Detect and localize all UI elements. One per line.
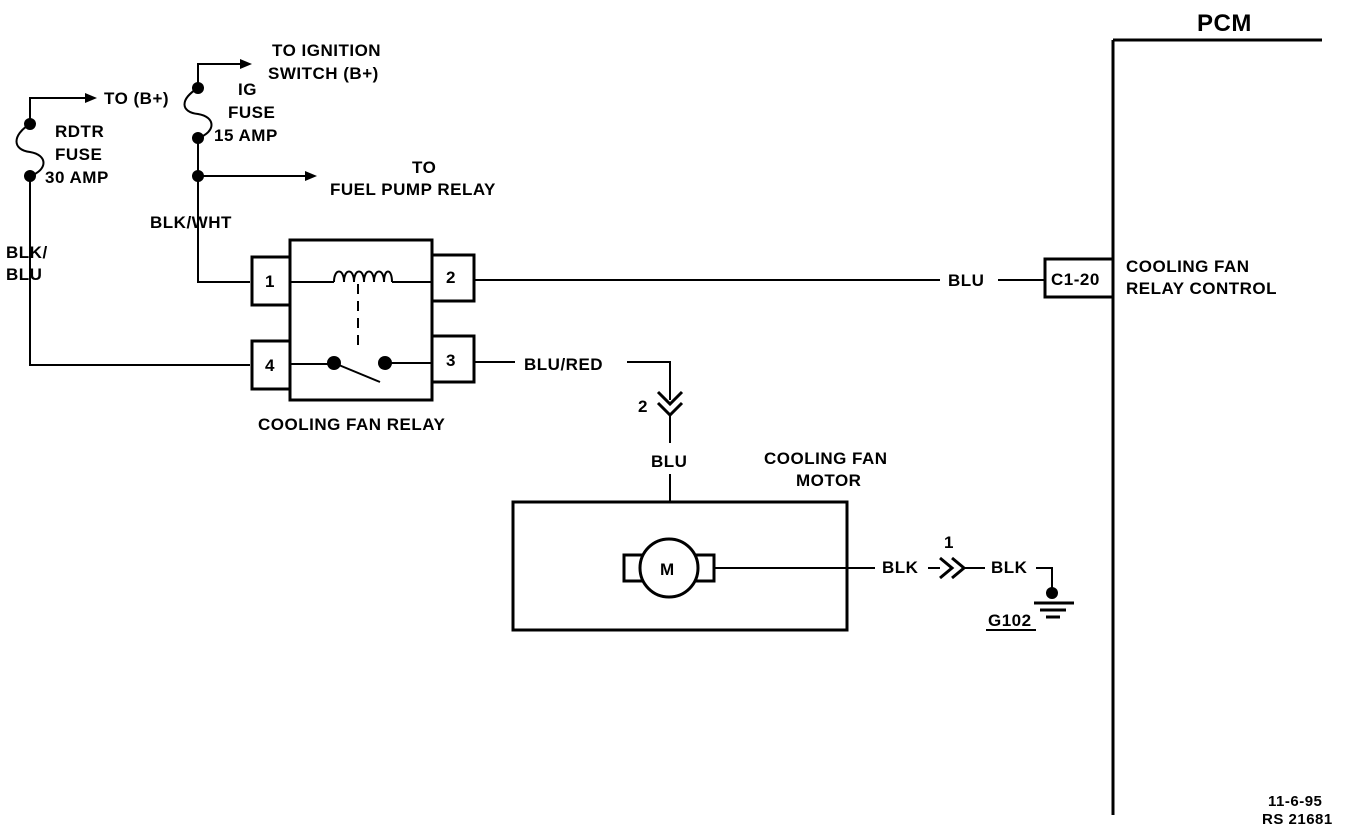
- ig-fuse-circuit: TO IGNITION SWITCH (B+) IG FUSE 15 AMP T…: [150, 41, 496, 283]
- rdtr-fuse-label-1: RDTR: [55, 122, 104, 141]
- cooling-fan-relay: 1 2 3 4 COOLING FAN RELAY: [250, 238, 476, 434]
- motor-symbol: M: [660, 560, 675, 579]
- ig-fuse-label-2: FUSE: [228, 103, 275, 122]
- relay-pin-2-box: [430, 253, 476, 303]
- blu-red-wire-end: [627, 361, 671, 400]
- battery-feed-wire: [29, 97, 85, 124]
- ignition-feed-arrow: [240, 59, 252, 69]
- pcm-module: PCM C1-20 COOLING FAN RELAY CONTROL: [1043, 10, 1322, 815]
- relay-pin-2-label: 2: [446, 268, 456, 287]
- relay-switch-blade: [333, 362, 381, 383]
- relay-pin-1-label: 1: [265, 272, 275, 291]
- ground-circuit: BLK 1 BLK G102: [882, 533, 1074, 631]
- pcm-function-line2: RELAY CONTROL: [1126, 279, 1277, 298]
- footer-date: 11-6-95: [1268, 793, 1322, 810]
- to-ignition-label-1: TO IGNITION: [272, 41, 381, 60]
- pcm-pin-label: C1-20: [1051, 270, 1100, 289]
- relay-coil-icon: [333, 270, 393, 283]
- footer-ref: RS 21681: [1262, 811, 1333, 828]
- blu-red-label: BLU/RED: [524, 355, 603, 374]
- pcm-function-line1: COOLING FAN: [1126, 257, 1250, 276]
- motor-icon: [638, 537, 700, 599]
- ig-fuse-icon: [183, 87, 213, 139]
- blk-blu-wire: [29, 176, 250, 366]
- relay-pin-1-box: [250, 255, 292, 307]
- to-battery-label: TO (B+): [104, 89, 169, 108]
- blk-blu-label-2: BLU: [6, 265, 42, 284]
- rdtr-fuse-circuit: TO (B+) RDTR FUSE 30 AMP BLK/ BLU: [6, 89, 250, 366]
- relay-body: [288, 238, 434, 402]
- cooling-fan-motor: COOLING FAN MOTOR M: [511, 449, 888, 632]
- ig-fuse-label-1: IG: [238, 80, 257, 99]
- ground-connector-label: 1: [944, 533, 954, 552]
- pcm-pin-box: [1043, 257, 1115, 299]
- ground-splice: [1046, 587, 1058, 599]
- relay-pin-3-box: [430, 334, 476, 384]
- relay-control-circuit: BLU: [474, 271, 1045, 290]
- blk-wht-label: BLK/WHT: [150, 213, 232, 232]
- ground-id-label: G102: [988, 611, 1032, 630]
- blu-control-label: BLU: [948, 271, 984, 290]
- motor-label-1: COOLING FAN: [764, 449, 888, 468]
- rdtr-fuse-label-3: 30 AMP: [45, 168, 109, 187]
- motor-label-2: MOTOR: [796, 471, 861, 490]
- motor-feed-connector-label: 2: [638, 397, 648, 416]
- to-fuel-label-1: TO: [412, 158, 436, 177]
- rdtr-fuse-icon: [15, 123, 45, 177]
- relay-pin-3-label: 3: [446, 351, 456, 370]
- relay-pin-4-label: 4: [265, 356, 275, 375]
- blk-wht-wire: [197, 176, 250, 283]
- blk-motor-label: BLK: [882, 558, 919, 577]
- blk-ground-wire: [1036, 567, 1053, 590]
- pcm-title: PCM: [1197, 10, 1252, 37]
- relay-label: COOLING FAN RELAY: [258, 415, 445, 434]
- ignition-feed-wire: [197, 63, 240, 88]
- battery-feed-arrow: [85, 93, 97, 103]
- ig-fuse-label-3: 15 AMP: [214, 126, 278, 145]
- motor-feed-connector-chevron-1: [656, 390, 684, 407]
- fuel-pump-feed-arrow: [305, 171, 317, 181]
- ground-connector-chevron-1: [939, 556, 955, 580]
- footer: 11-6-95 RS 21681: [1262, 793, 1333, 828]
- blk-blu-label-1: BLK/: [6, 243, 48, 262]
- blk-ground-label: BLK: [991, 558, 1028, 577]
- blu-motor-label: BLU: [651, 452, 687, 471]
- to-fuel-label-2: FUEL PUMP RELAY: [330, 180, 496, 199]
- rdtr-fuse-label-2: FUSE: [55, 145, 102, 164]
- to-ignition-label-2: SWITCH (B+): [268, 64, 379, 83]
